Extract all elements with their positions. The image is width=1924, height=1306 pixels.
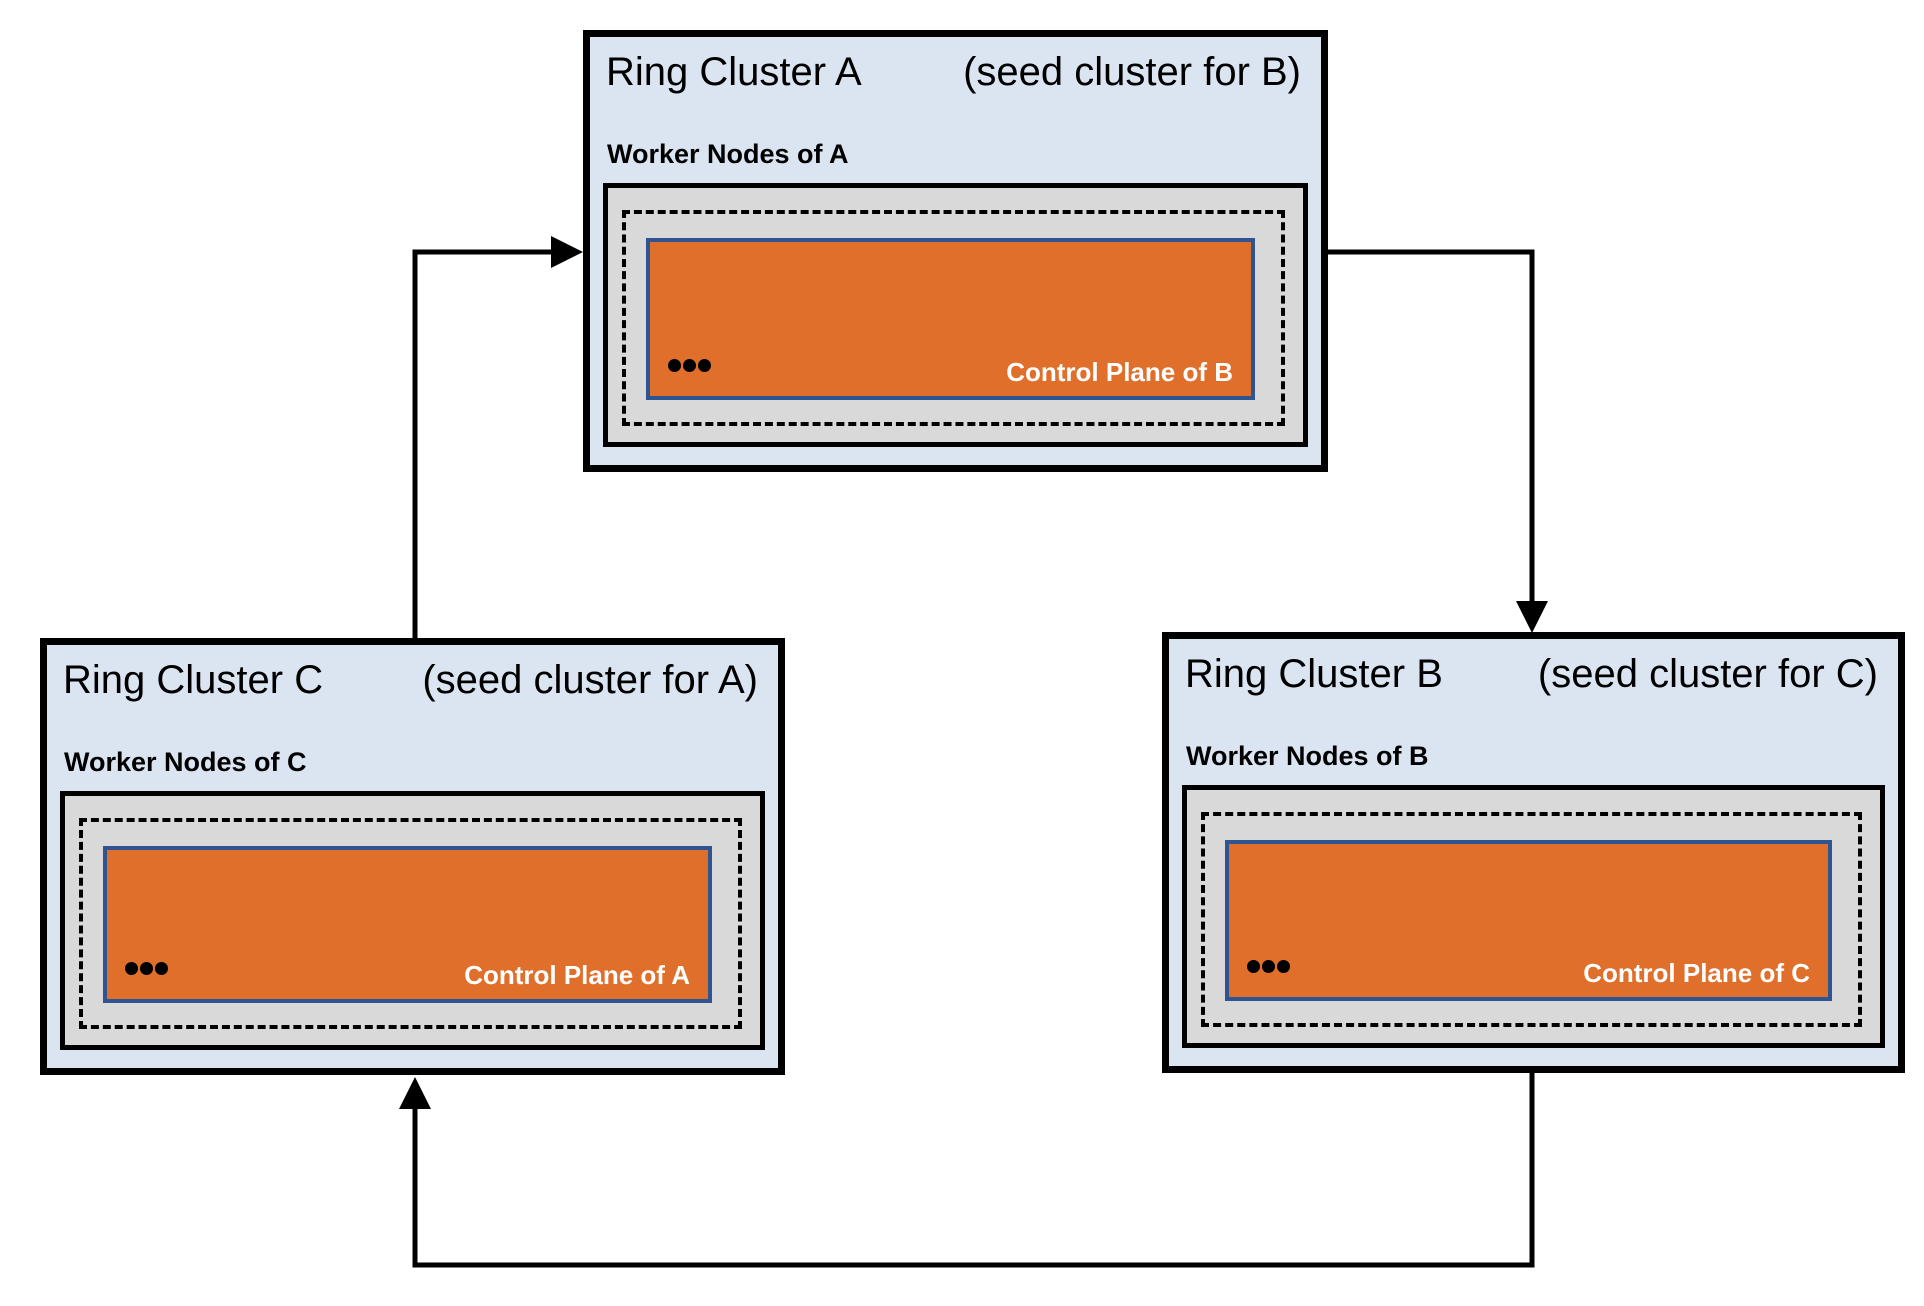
cluster-a-worker-zone: Control Plane of B — [603, 183, 1308, 447]
cluster-b-seed-note: (seed cluster for C) — [1537, 652, 1878, 696]
cluster-c-control-plane-label: Control Plane of A — [464, 960, 690, 990]
cluster-a-title: Ring Cluster A — [606, 50, 862, 94]
cluster-c-control-plane: Control Plane of A — [103, 846, 712, 1003]
dot-icon — [155, 962, 168, 975]
arrow-b-to-c — [399, 1073, 1535, 1268]
dot-icon — [1262, 960, 1275, 973]
cluster-c-title: Ring Cluster C — [63, 658, 324, 702]
cluster-b-dashed-zone: Control Plane of C — [1201, 812, 1862, 1027]
cluster-a-title-row: Ring Cluster A (seed cluster for B) — [606, 49, 1301, 95]
cluster-b-control-plane: Control Plane of C — [1225, 840, 1832, 1001]
cluster-b-title: Ring Cluster B — [1185, 652, 1443, 696]
ellipsis-dots-icon — [125, 962, 168, 975]
cluster-c-dashed-zone: Control Plane of A — [79, 818, 742, 1029]
cluster-box-c: Ring Cluster C (seed cluster for A) Work… — [40, 638, 785, 1075]
cluster-c-seed-note: (seed cluster for A) — [422, 658, 758, 702]
ellipsis-dots-icon — [1247, 960, 1290, 973]
dot-icon — [140, 962, 153, 975]
arrow-c-to-a — [412, 236, 583, 638]
ellipsis-dots-icon — [668, 359, 711, 372]
dot-icon — [698, 359, 711, 372]
cluster-b-control-plane-label: Control Plane of C — [1583, 958, 1810, 988]
cluster-a-control-plane-label: Control Plane of B — [1006, 357, 1233, 387]
cluster-b-title-row: Ring Cluster B (seed cluster for C) — [1185, 651, 1878, 697]
cluster-box-a: Ring Cluster A (seed cluster for B) Work… — [583, 30, 1328, 472]
cluster-a-dashed-zone: Control Plane of B — [622, 210, 1285, 426]
dot-icon — [125, 962, 138, 975]
dot-icon — [668, 359, 681, 372]
cluster-a-control-plane: Control Plane of B — [646, 238, 1255, 400]
dot-icon — [683, 359, 696, 372]
cluster-c-worker-label: Worker Nodes of C — [64, 747, 307, 777]
cluster-a-worker-label: Worker Nodes of A — [607, 139, 849, 169]
arrow-a-to-b — [1328, 249, 1548, 633]
dot-icon — [1247, 960, 1260, 973]
cluster-c-worker-zone: Control Plane of A — [60, 791, 765, 1050]
cluster-b-worker-label: Worker Nodes of B — [1186, 741, 1429, 771]
cluster-a-seed-note: (seed cluster for B) — [963, 50, 1301, 94]
cluster-box-b: Ring Cluster B (seed cluster for C) Work… — [1162, 632, 1905, 1073]
cluster-b-worker-zone: Control Plane of C — [1182, 785, 1885, 1048]
cluster-c-title-row: Ring Cluster C (seed cluster for A) — [63, 657, 758, 703]
dot-icon — [1277, 960, 1290, 973]
